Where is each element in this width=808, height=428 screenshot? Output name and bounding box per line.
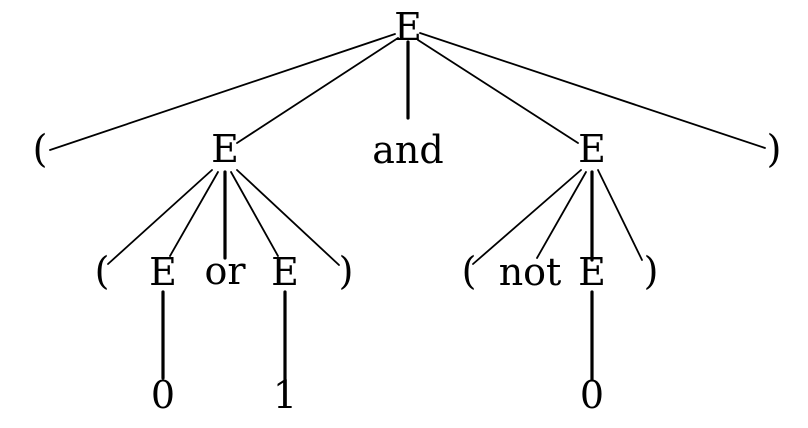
edge-rightE-close-paren: [597, 169, 643, 261]
level2-right-E: E: [578, 250, 606, 294]
edge-rightE-not: [536, 171, 587, 259]
level1-close-paren: ): [767, 127, 782, 171]
level1-left-E: E: [211, 127, 239, 171]
edge-leftE-E1: [169, 171, 219, 257]
edge-root-left-E: [236, 37, 399, 144]
level1-open-paren: (: [33, 127, 48, 171]
level2-left-E2: E: [271, 250, 299, 294]
level2-right-open-paren: (: [462, 249, 477, 293]
edge-root-open-paren: [49, 33, 396, 151]
edge-root-close-paren: [419, 32, 766, 149]
level2-right-close-paren: ): [644, 249, 659, 293]
level2-left-or: or: [204, 249, 246, 293]
root-edges: [49, 32, 766, 151]
edge-leftE-open-paren: [107, 169, 213, 265]
level2-left-E1: E: [149, 250, 177, 294]
edge-leftE-close-paren: [236, 169, 340, 266]
edge-leftE-E2: [230, 171, 279, 257]
leaf-zero-right: 0: [580, 373, 604, 417]
level1-right-E: E: [578, 127, 606, 171]
left-E-edges: [107, 169, 340, 266]
level2-left-open-paren: (: [95, 249, 110, 293]
leaf-edges: [161, 290, 594, 382]
leaf-zero-left: 0: [151, 373, 175, 417]
right-E-edges: [472, 169, 643, 265]
edge-root-right-E: [417, 39, 579, 144]
edge-rightE-open-paren: [472, 169, 582, 265]
level2-left-close-paren: ): [339, 249, 354, 293]
level1-and: and: [372, 128, 443, 172]
root-E: E: [394, 5, 422, 49]
level2-right-not: not: [499, 250, 562, 294]
leaf-one: 1: [273, 373, 297, 417]
